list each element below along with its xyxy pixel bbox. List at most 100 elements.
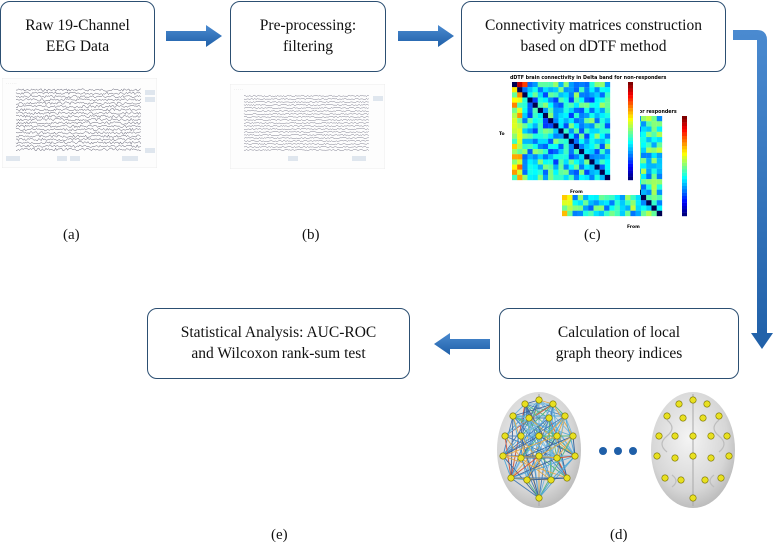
matrix-cell xyxy=(558,174,564,181)
colorbar-segment xyxy=(628,104,633,109)
colorbar-segment xyxy=(628,111,633,115)
matrix-cell xyxy=(640,137,647,143)
brain-node xyxy=(547,476,555,484)
matrix-cell xyxy=(542,159,549,165)
matrix-cell xyxy=(542,128,549,134)
colorbar-segment xyxy=(682,126,687,130)
eeg-trace xyxy=(243,139,369,143)
matrix-cell xyxy=(584,138,590,145)
brain-edge xyxy=(538,455,576,499)
nonresponders-y-label: To xyxy=(499,131,505,137)
brain-node xyxy=(553,432,561,440)
matrix-cell xyxy=(563,133,569,139)
matrix-cell xyxy=(532,159,538,165)
brain-edge xyxy=(550,403,554,481)
colorbar-segment xyxy=(628,176,633,181)
matrix-cell xyxy=(567,205,573,211)
matrix-cell xyxy=(579,87,585,93)
matrix-cell xyxy=(646,147,652,153)
colorbar-segment xyxy=(682,169,687,173)
brain-edge xyxy=(512,403,554,417)
eeg-trace xyxy=(15,124,141,129)
brain-node xyxy=(561,412,569,420)
matrix-cell xyxy=(527,92,533,98)
brain-edge xyxy=(510,477,540,499)
matrix-cell xyxy=(532,128,538,134)
matrix-cell xyxy=(573,149,580,155)
matrix-cell xyxy=(656,189,663,196)
matrix-cell xyxy=(625,205,631,211)
brain-edge xyxy=(538,479,552,499)
matrix-cell xyxy=(579,82,585,88)
matrix-cell xyxy=(512,118,518,124)
matrix-cell xyxy=(589,97,595,103)
brain-node xyxy=(517,454,525,462)
matrix-cell xyxy=(651,184,657,190)
matrix-cell xyxy=(584,123,590,129)
matrix-cell xyxy=(563,174,569,181)
matrix-cell xyxy=(568,169,575,175)
brain-edge xyxy=(510,455,576,479)
matrix-cell xyxy=(532,133,538,139)
matrix-cell xyxy=(589,149,595,155)
raw-eeg-line-1: Raw 19-Channel xyxy=(25,16,130,34)
matrix-cell xyxy=(537,174,544,181)
matrix-cell xyxy=(522,128,528,134)
matrix-cell xyxy=(651,189,657,196)
matrix-cell xyxy=(532,107,538,114)
colorbar-segment xyxy=(628,82,633,86)
matrix-cell xyxy=(553,87,559,93)
matrix-cell xyxy=(522,169,528,175)
matrix-cell xyxy=(646,194,652,201)
matrix-cell xyxy=(651,147,657,153)
brain-edge xyxy=(538,403,554,457)
matrix-cell xyxy=(568,87,575,93)
eeg-trace xyxy=(16,127,141,132)
eeg-trace xyxy=(16,147,141,152)
eeg-trace xyxy=(15,98,141,102)
brain-edge xyxy=(502,435,558,457)
brain-edge xyxy=(520,415,566,459)
matrix-cell xyxy=(599,154,605,160)
matrix-cell xyxy=(604,118,611,124)
brain-edge xyxy=(556,435,574,459)
matrix-cell xyxy=(542,174,549,181)
eeg-trace xyxy=(243,100,369,104)
colorbar-segment xyxy=(628,153,633,158)
matrix-cell xyxy=(573,92,580,98)
raw-eeg-thumbnail: · · · · · · xyxy=(2,78,157,168)
colorbar-segment xyxy=(682,196,687,200)
matrix-cell xyxy=(522,102,528,108)
brain-edge xyxy=(510,399,540,479)
matrix-cell xyxy=(527,169,533,175)
colorbar-segment xyxy=(682,182,687,187)
matrix-cell xyxy=(656,158,663,164)
brain-node xyxy=(689,432,697,440)
matrix-cell xyxy=(609,200,615,206)
matrix-cell xyxy=(512,159,518,165)
matrix-cell xyxy=(568,154,575,160)
colorbar-segment xyxy=(628,144,633,148)
brain-node xyxy=(671,432,679,440)
matrix-cell xyxy=(577,194,584,201)
matrix-cell xyxy=(584,97,590,103)
matrix-cell xyxy=(635,205,642,211)
matrix-cell xyxy=(583,210,589,217)
matrix-cell xyxy=(512,128,518,134)
brain-edge xyxy=(538,399,574,437)
matrix-cell xyxy=(651,173,657,180)
matrix-cell xyxy=(656,137,663,143)
matrix-cell xyxy=(579,118,585,124)
brain-edge xyxy=(520,417,550,437)
matrix-cell xyxy=(646,158,652,164)
brain-node xyxy=(689,452,697,460)
matrix-cell xyxy=(630,210,636,217)
brain-node xyxy=(535,452,543,460)
arrow-c-to-d xyxy=(733,30,773,349)
matrix-cell xyxy=(588,194,594,201)
matrix-cell xyxy=(522,149,528,155)
brain-edge xyxy=(502,435,540,457)
matrix-cell xyxy=(604,174,611,181)
matrix-cell xyxy=(589,164,595,170)
matrix-cell xyxy=(599,128,605,134)
